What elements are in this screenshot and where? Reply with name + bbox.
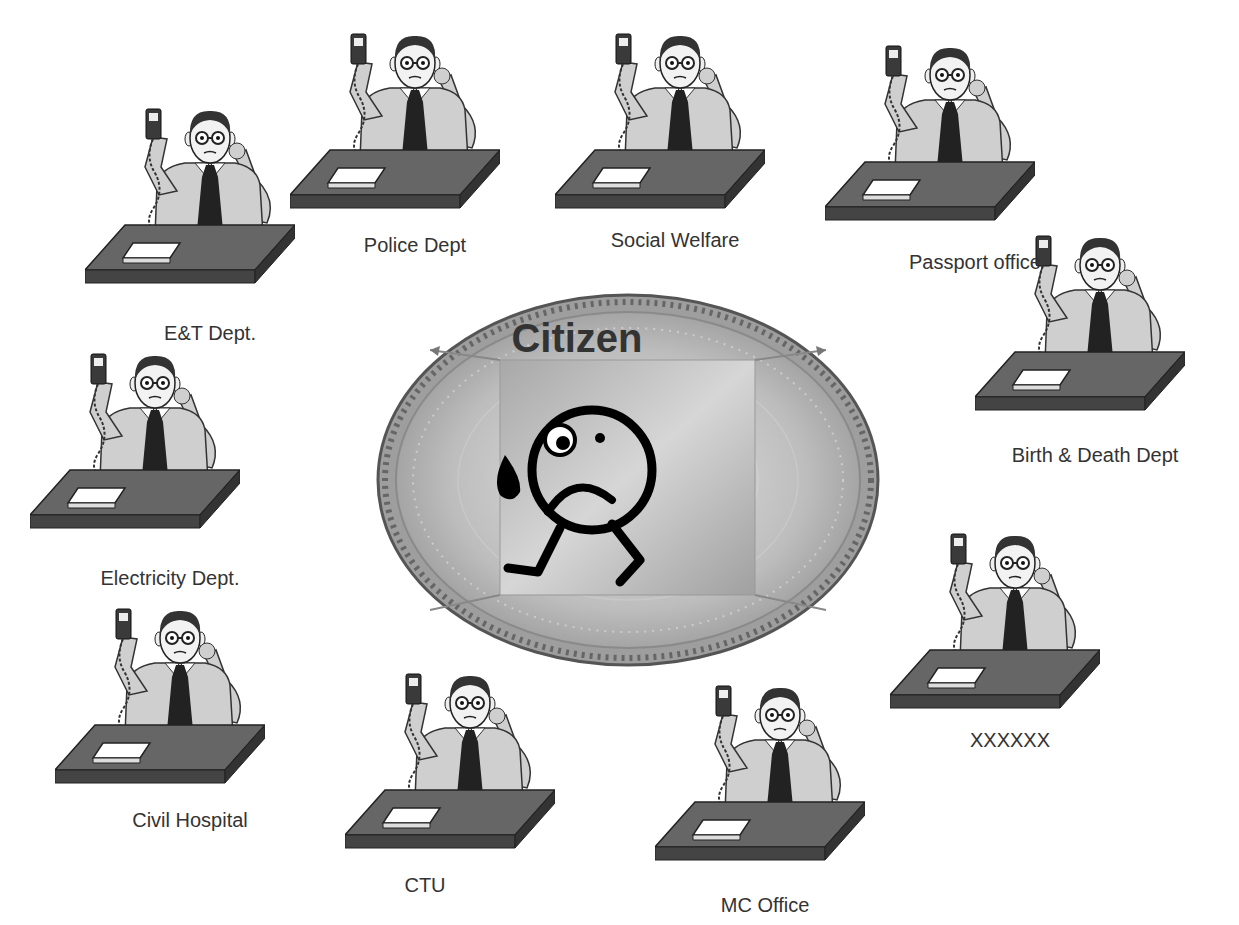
citizen-disc	[378, 295, 878, 665]
citizen-title: Citizen	[511, 316, 642, 360]
clerk-figure	[555, 34, 765, 208]
clerk-figure	[655, 686, 865, 860]
department-desk: Birth & Death Dept	[975, 232, 1205, 471]
department-desk: Social Welfare	[555, 30, 785, 256]
department-desk: Electricity Dept.	[30, 350, 280, 594]
department-name: Birth & Death Dept	[1012, 443, 1179, 467]
clerk-figure	[290, 34, 500, 208]
department-desk: Passport office	[825, 42, 1085, 278]
department-name: Electricity Dept.	[101, 566, 240, 590]
department-name: Police Dept	[364, 233, 466, 257]
department-desk: XXXXXX	[890, 530, 1120, 756]
department-name: Civil Hospital	[132, 808, 248, 832]
citizen-circle: Citizen	[378, 295, 878, 665]
clerk-figure	[85, 109, 295, 283]
department-name: Social Welfare	[611, 228, 740, 252]
clerk-figure	[890, 534, 1100, 708]
clerk-figure	[55, 609, 265, 783]
department-name: MC Office	[721, 893, 810, 917]
department-desk: CTU	[315, 670, 555, 901]
department-name: E&T Dept.	[164, 321, 256, 345]
clerk-figure	[825, 46, 1035, 220]
department-name: Passport office	[909, 250, 1041, 274]
department-desk: MC Office	[655, 682, 875, 921]
sad-face	[497, 410, 652, 582]
department-desk: Police Dept	[290, 30, 525, 261]
department-name: XXXXXX	[970, 728, 1050, 752]
department-desk: E&T Dept.	[85, 105, 320, 349]
clerk-figure	[30, 354, 240, 528]
department-desk: Civil Hospital	[55, 605, 300, 836]
clerk-figure	[345, 674, 555, 848]
department-name: CTU	[404, 873, 445, 897]
